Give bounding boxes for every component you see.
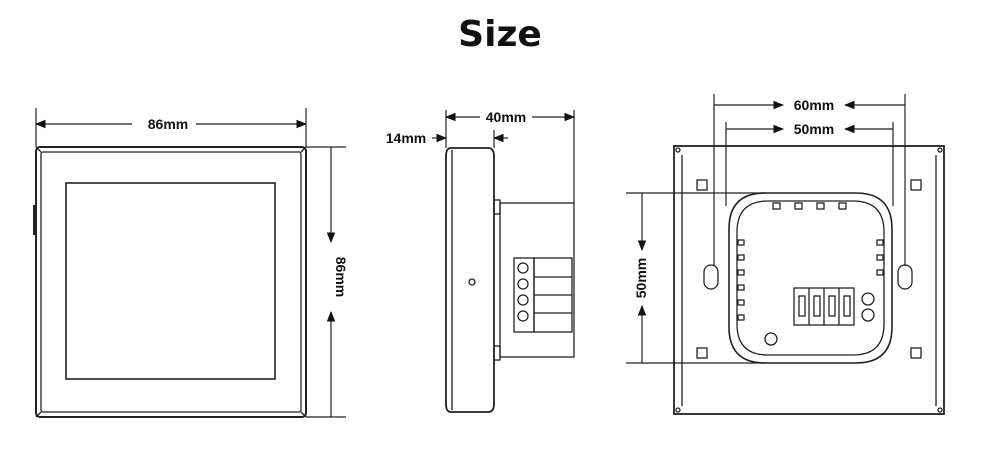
page-title: Size — [458, 14, 542, 55]
front-width-label: 86mm — [148, 116, 188, 132]
back-view — [673, 145, 945, 415]
back-width-dimensions — [713, 94, 906, 266]
side-depth-dimension — [432, 110, 576, 203]
side-plate-label: 14mm — [386, 130, 426, 146]
back-outer-width-label: 60mm — [794, 97, 834, 113]
front-width-dimension — [34, 108, 308, 147]
side-depth-label: 40mm — [486, 109, 526, 125]
front-height-dimension — [306, 146, 346, 418]
back-inner-width-label: 50mm — [794, 121, 834, 137]
side-view — [445, 147, 575, 413]
front-view — [33, 146, 307, 418]
back-height-dimension — [626, 192, 765, 364]
front-height-label: 86mm — [333, 257, 349, 297]
back-height-label: 50mm — [633, 258, 649, 298]
screen-area — [65, 182, 276, 380]
